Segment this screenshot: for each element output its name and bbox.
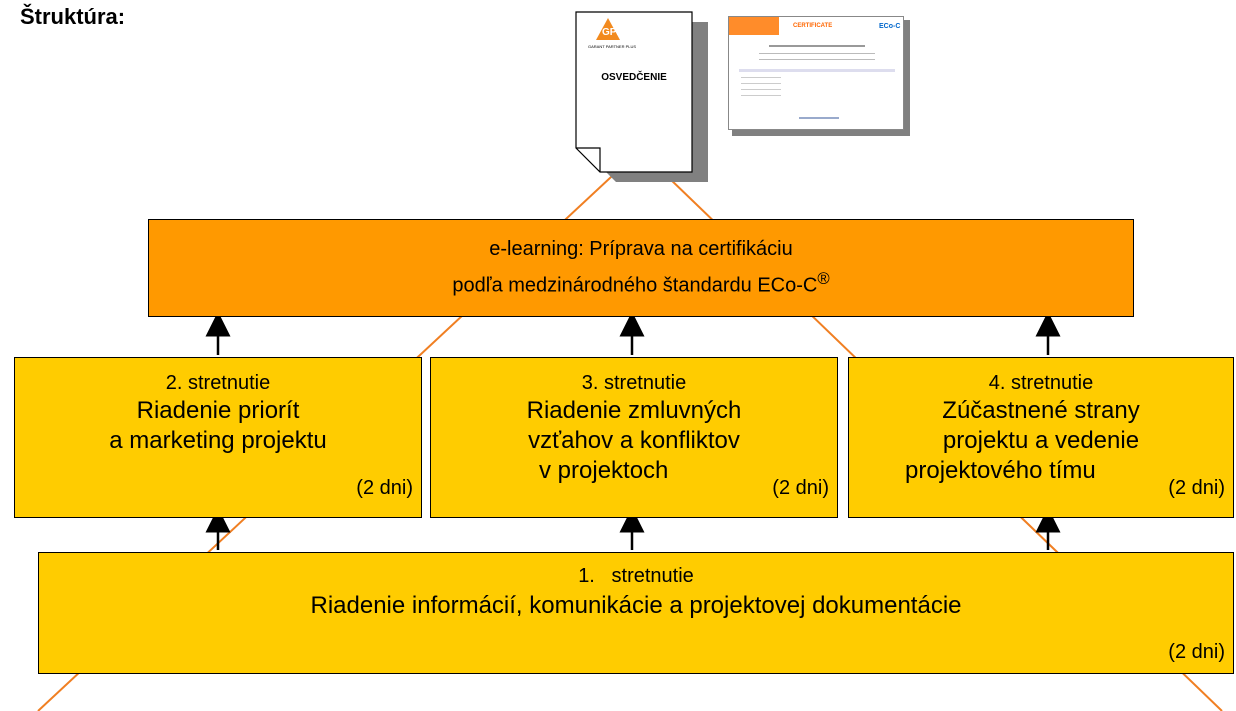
meeting-4-box: 4. stretnutie Zúčastnené strany projektu…	[848, 357, 1234, 518]
meeting-3-box: 3. stretnutie Riadenie zmluvných vzťahov…	[430, 357, 838, 518]
meeting-1-number: 1. stretnutie	[578, 565, 694, 587]
meeting-1-box: 1. stretnutie Riadenie informácií, komun…	[38, 552, 1234, 674]
meeting-3-days: (2 dni)	[772, 477, 829, 499]
meeting-2-box: 2. stretnutie Riadenie priorít a marketi…	[14, 357, 422, 518]
meeting-3-line2: vzťahov a konfliktov	[528, 427, 740, 454]
certificate-title: CERTIFICATE	[793, 23, 833, 29]
osvedcenie-document: GPP GARANT PARTNER PLUS OSVEDČENIE	[574, 10, 714, 185]
meeting-4-days: (2 dni)	[1168, 477, 1225, 499]
meeting-4-line3: projektového tímu	[905, 457, 1096, 484]
e-learning-box: e-learning: Príprava na certifikáciu pod…	[148, 219, 1134, 317]
meeting-2-number: 2. stretnutie	[165, 372, 271, 394]
meeting-2-line1: Riadenie priorít	[136, 397, 300, 424]
eco-c-logo: ECo-C	[879, 23, 901, 30]
document-label: OSVEDČENIE	[601, 72, 667, 83]
arrows	[205, 311, 1061, 550]
meeting-1-title: Riadenie informácií, komunikácie a proje…	[310, 592, 962, 619]
page-heading: Štruktúra:	[20, 4, 126, 29]
meeting-4-line2: projektu a vedenie	[942, 427, 1140, 454]
gpp-logo-sub: GARANT PARTNER PLUS	[588, 44, 637, 49]
certificate-image: CERTIFICATE ECo-C	[728, 16, 910, 136]
gpp-logo: GPP	[602, 27, 624, 38]
meeting-4-number: 4. stretnutie	[988, 372, 1094, 394]
registered-mark: ®	[817, 269, 830, 288]
meeting-4-line1: Zúčastnené strany	[942, 397, 1140, 424]
meeting-2-line2: a marketing projektu	[109, 427, 327, 454]
e-learning-line2: podľa medzinárodného štandardu ECo-C®	[452, 269, 830, 297]
meeting-3-line3: v projektoch	[539, 457, 669, 484]
meeting-2-days: (2 dni)	[356, 477, 413, 499]
meeting-1-days: (2 dni)	[1168, 641, 1225, 663]
meeting-3-line1: Riadenie zmluvných	[526, 397, 742, 424]
meeting-3-number: 3. stretnutie	[581, 372, 687, 394]
e-learning-line1: e-learning: Príprava na certifikáciu	[489, 238, 793, 260]
